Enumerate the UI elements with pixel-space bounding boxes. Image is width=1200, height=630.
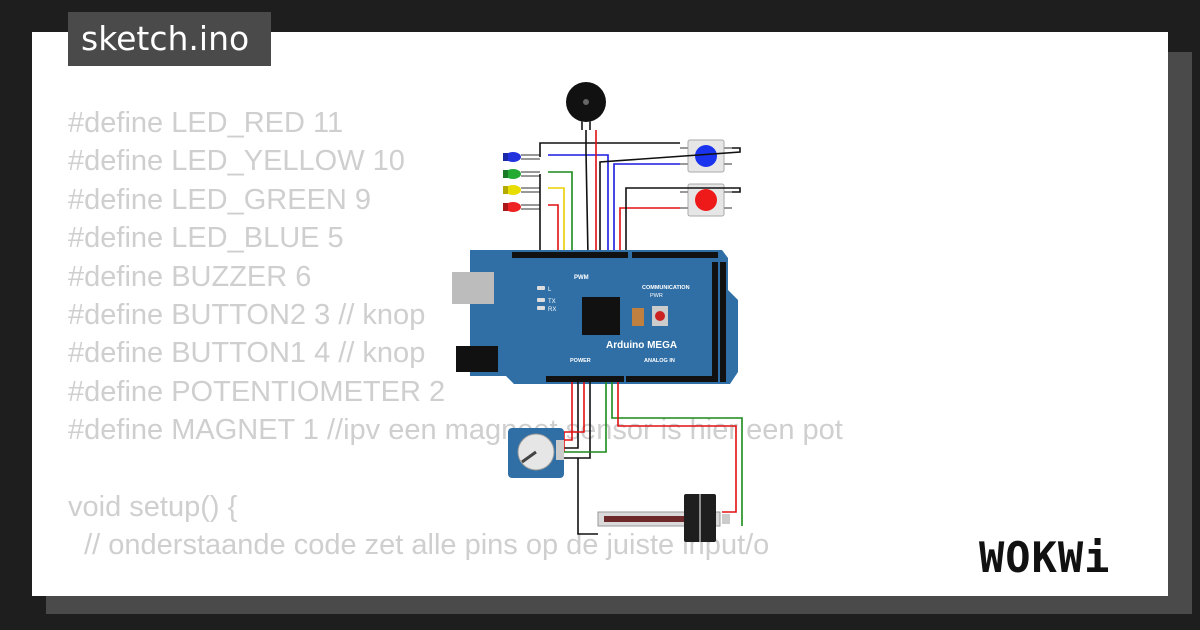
code-line: #define LED_BLUE 5: [68, 222, 344, 255]
pwr-label: PWR: [650, 293, 663, 299]
led-red[interactable]: [503, 202, 540, 212]
pwm-label: PWM: [574, 275, 589, 281]
code-line: #define LED_GREEN 9: [68, 183, 372, 216]
slide-potentiometer[interactable]: [597, 494, 730, 542]
wokwi-logo-text: WOKWi: [979, 533, 1110, 582]
push-button-blue[interactable]: [680, 139, 732, 173]
microcontroller-chip-icon: [582, 297, 620, 335]
code-line: #define BUTTON2 3 // knop: [68, 298, 426, 331]
communication-label: COMMUNICATION: [642, 285, 690, 291]
power-label: POWER: [570, 358, 591, 364]
reset-button-icon: [655, 311, 665, 321]
led-rx-label: RX: [548, 307, 556, 313]
code-line: #define LED_RED 11: [68, 107, 344, 139]
code-line: #define POTENTIOMETER 2: [68, 375, 446, 408]
usb-port-icon: [452, 272, 494, 304]
led-tx-label: TX: [548, 299, 556, 305]
code-line: #define BUZZER 6: [68, 260, 312, 293]
arduino-mega-board[interactable]: L TX RX PWM COMMUNICATION PWR Arduino ME…: [452, 250, 738, 384]
code-line: #define MAGNET 1 //ipv een magneet senso…: [68, 414, 843, 447]
push-button-red[interactable]: [680, 183, 732, 217]
led-blue[interactable]: [503, 152, 540, 162]
file-tab[interactable]: sketch.ino: [68, 12, 272, 66]
code-preview: #define LED_RED 11 #define LED_YELLOW 10…: [68, 104, 1028, 565]
led-yellow[interactable]: [503, 185, 540, 195]
file-tab-label: sketch.ino: [81, 19, 250, 58]
code-line: #define LED_YELLOW 10: [68, 145, 405, 178]
power-jack-icon: [456, 346, 498, 372]
potentiometer[interactable]: [508, 428, 564, 478]
wires-bottom: [562, 382, 743, 535]
code-line: void setup() {: [68, 490, 238, 523]
wokwi-logo[interactable]: WOKWi: [975, 528, 1155, 584]
led-green[interactable]: [503, 169, 540, 179]
analog-in-label: ANALOG IN: [644, 358, 675, 364]
wires-top: [539, 130, 741, 257]
led-l-label: L: [548, 287, 552, 293]
code-line: #define BUTTON1 4 // knop: [68, 337, 426, 370]
buzzer[interactable]: [566, 82, 606, 130]
board-name: Arduino MEGA: [606, 340, 677, 351]
